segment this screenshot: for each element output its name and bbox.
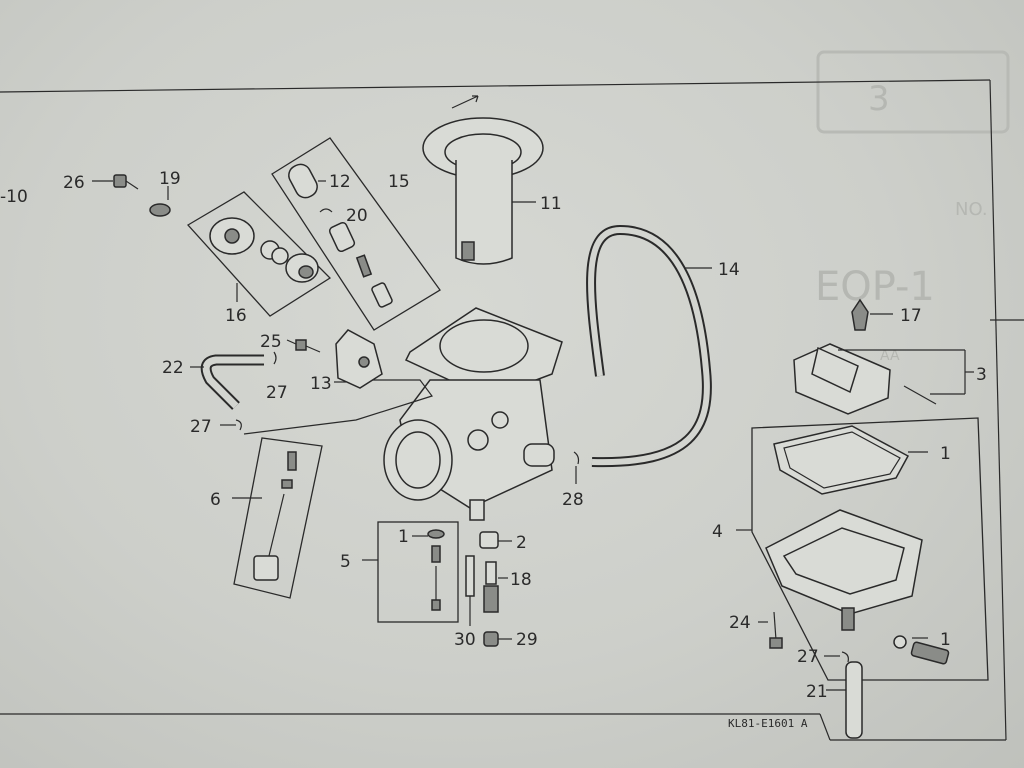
part-28-clip [573, 451, 580, 484]
label-p20: 20 [346, 206, 368, 226]
bg-text-no: NO. [955, 199, 988, 220]
label-p15: 15 [388, 172, 410, 192]
label-p25: 25 [260, 332, 282, 352]
label-p27b: 27 [190, 417, 212, 437]
part-4-group [736, 417, 989, 681]
part-16-group [186, 191, 332, 317]
background-stamp: 3 NO. EOP-1 AA [815, 50, 1010, 364]
label-p2: 2 [516, 533, 527, 553]
part-14-hose [586, 224, 712, 468]
label-p12: 12 [329, 172, 351, 192]
part-27-clip-a [273, 351, 277, 365]
part-17-needle-valve [851, 298, 893, 331]
label-p19: 19 [159, 169, 181, 189]
label-p21: 21 [806, 682, 828, 702]
part-26-screw [92, 174, 139, 190]
label-p29: 29 [516, 630, 538, 650]
label-p16: 16 [225, 306, 247, 326]
label-p10: -10 [0, 187, 28, 207]
label-p22: 22 [162, 358, 184, 378]
part-24-screw [758, 611, 783, 649]
part-6-group [232, 437, 323, 599]
label-p30: 30 [454, 630, 476, 650]
diagram-code-label: KL81-E1601 A [728, 717, 808, 730]
label-p28: 28 [562, 490, 584, 510]
part-15-group [271, 137, 441, 331]
label-p1c: 1 [940, 630, 951, 650]
part-27-clip-c [824, 651, 849, 663]
diagram-frame [0, 79, 1024, 741]
part-2-jet [479, 531, 512, 549]
label-p27a: 27 [266, 383, 288, 403]
stamp-text: 3 [868, 79, 890, 119]
part-21-drain-tube [826, 661, 863, 739]
part-29-jet [483, 631, 512, 647]
label-p17: 17 [900, 306, 922, 326]
label-p1a: 1 [940, 444, 951, 464]
label-p4: 4 [712, 522, 723, 542]
part-11-air-funnel [422, 95, 544, 265]
bg-text-aa: AA [880, 348, 900, 364]
part-labels: -10 26 19 12 15 20 11 14 16 17 3 25 22 2… [0, 169, 987, 730]
label-p14: 14 [718, 260, 740, 280]
label-p3: 3 [976, 365, 987, 385]
bg-text-eop: EOP-1 [815, 264, 935, 310]
label-p26: 26 [63, 173, 85, 193]
label-p13: 13 [310, 374, 332, 394]
part-30-jet [465, 555, 475, 626]
part-27-clip-b [220, 419, 242, 431]
label-p24: 24 [729, 613, 751, 633]
part-5-group [362, 521, 459, 623]
part-25-screw [286, 339, 321, 353]
part-22-tube [190, 354, 264, 410]
label-p1b: 1 [398, 527, 409, 547]
label-p11: 11 [540, 194, 562, 214]
label-p18: 18 [510, 570, 532, 590]
label-p6: 6 [210, 490, 221, 510]
part-19-spring [149, 186, 171, 217]
part-3-float [793, 343, 974, 415]
label-p27c: 27 [797, 647, 819, 667]
label-p5: 5 [340, 552, 351, 572]
part-18-jet [483, 561, 508, 613]
part-13-bracket [334, 329, 383, 389]
carburetor-body [243, 307, 563, 521]
